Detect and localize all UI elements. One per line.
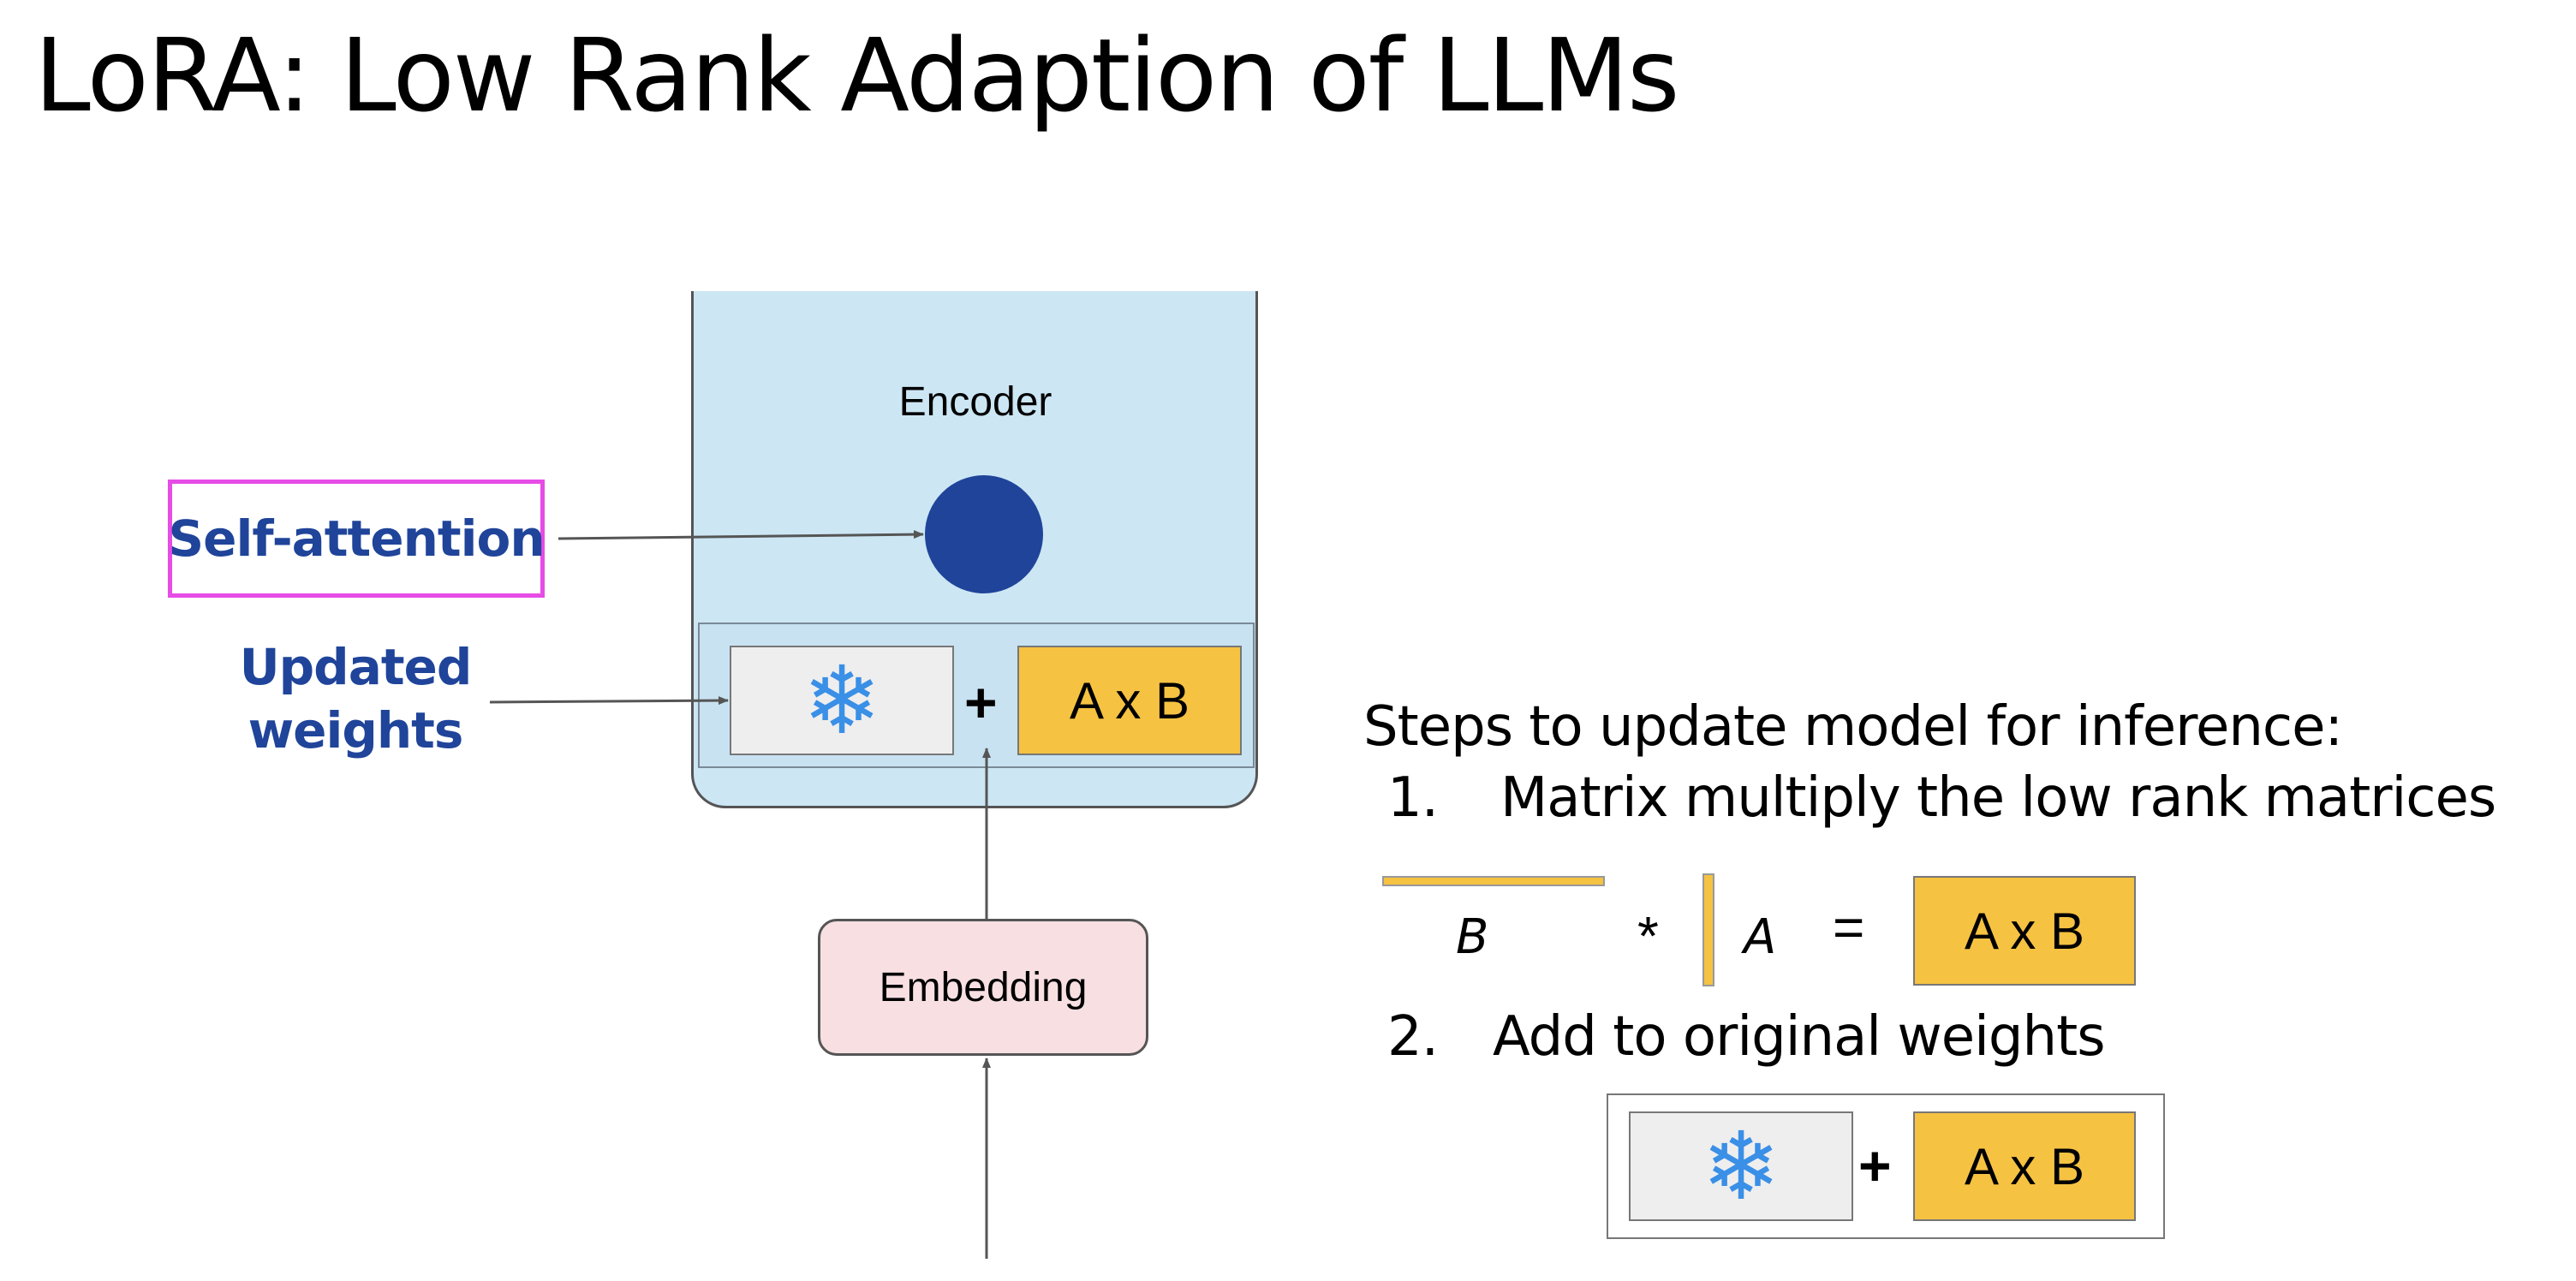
slide-title: LoRA: Low Rank Adaption of LLMs <box>34 16 1680 134</box>
final-axb-box: A x B <box>1913 1111 2136 1221</box>
matrix-b-label: B <box>1456 909 1489 965</box>
axb-matrix-box: A x B <box>1017 646 1242 755</box>
updated-weights-callout: Updated weights <box>239 638 473 760</box>
snowflake-icon: ❄ <box>1701 1111 1781 1221</box>
step-2-number: 2. <box>1387 1005 1439 1069</box>
steps-heading: Steps to update model for inference: <box>1363 695 2343 759</box>
matrix-b-bar <box>1382 876 1605 886</box>
step-1-text: Matrix multiply the low rank matrices <box>1500 766 2496 830</box>
equation-result-box: A x B <box>1913 876 2136 986</box>
self-attention-arrow <box>558 530 924 540</box>
equals-symbol: = <box>1833 897 1865 958</box>
plus-symbol: + <box>964 670 998 734</box>
step-2-text: Add to original weights <box>1493 1005 2106 1069</box>
step-1-number: 1. <box>1387 766 1439 830</box>
embedding-box: Embedding <box>818 919 1148 1056</box>
encoder-label: Encoder <box>898 379 1052 425</box>
multiply-symbol: * <box>1637 905 1659 967</box>
matrix-a-bar <box>1702 873 1714 986</box>
frozen-weights-box: ❄ <box>730 646 954 755</box>
updated-weights-arrow <box>489 696 729 706</box>
snowflake-icon: ❄ <box>802 646 882 755</box>
self-attention-callout: Self-attention <box>168 480 546 598</box>
self-attention-node <box>925 475 1043 593</box>
matrix-a-label: A <box>1744 909 1777 965</box>
final-frozen-weights-box: ❄ <box>1629 1111 1853 1221</box>
final-plus-symbol: + <box>1858 1134 1892 1197</box>
